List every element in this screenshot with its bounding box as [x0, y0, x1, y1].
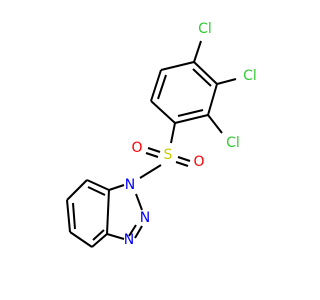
- s-o-double-bond: [147, 147, 161, 153]
- sulfur-atom-label: S: [164, 147, 173, 163]
- double-bond: [157, 74, 167, 100]
- double-bond: [192, 68, 212, 87]
- oxygen-atom-label: O: [131, 140, 142, 156]
- double-bond: [87, 186, 106, 196]
- triazole-ring: [106, 184, 143, 240]
- bond: [66, 199, 71, 233]
- chlorine-atom-label: Cl: [243, 68, 257, 84]
- cl-bond: [216, 78, 237, 85]
- double-bond: [128, 224, 137, 237]
- s-o-double-bond: [175, 161, 189, 167]
- benzo-ring: [66, 179, 110, 248]
- nitrogen-atom-label: N: [125, 177, 135, 193]
- structure-diagram: Cl Cl Cl S O O N N N: [66, 21, 257, 248]
- trichlorophenyl-ring: [150, 61, 218, 124]
- oxygen-atom-label: O: [193, 154, 204, 170]
- bond: [150, 100, 176, 124]
- bond: [160, 61, 195, 71]
- bond: [86, 179, 110, 191]
- bond: [91, 233, 108, 248]
- bond: [69, 231, 93, 248]
- nitrogen-atom-label: N: [124, 232, 134, 248]
- double-bond: [134, 225, 143, 239]
- nitrogen-atom-label: N: [140, 210, 150, 226]
- bond: [135, 193, 143, 211]
- cl-bond: [193, 40, 202, 63]
- bond: [150, 69, 162, 102]
- bond: [193, 61, 218, 85]
- cl-bond: [207, 114, 223, 134]
- bond: [66, 179, 88, 201]
- molecule-canvas: Cl Cl Cl S O O N N N: [66, 21, 257, 248]
- s-n-bond: [139, 164, 162, 179]
- bond: [106, 233, 125, 240]
- chlorine-atom-label: Cl: [226, 135, 240, 151]
- double-bond: [177, 109, 204, 117]
- s-o-double-bond: [145, 152, 159, 158]
- s-o-double-bond: [177, 156, 191, 162]
- bond: [108, 184, 125, 191]
- c-s-bond: [170, 122, 176, 144]
- double-bond: [92, 229, 105, 241]
- chlorine-atom-label: Cl: [198, 21, 212, 37]
- bond: [207, 83, 218, 116]
- double-bond: [72, 202, 76, 230]
- fusion-bond: [106, 189, 110, 235]
- bond: [174, 114, 209, 124]
